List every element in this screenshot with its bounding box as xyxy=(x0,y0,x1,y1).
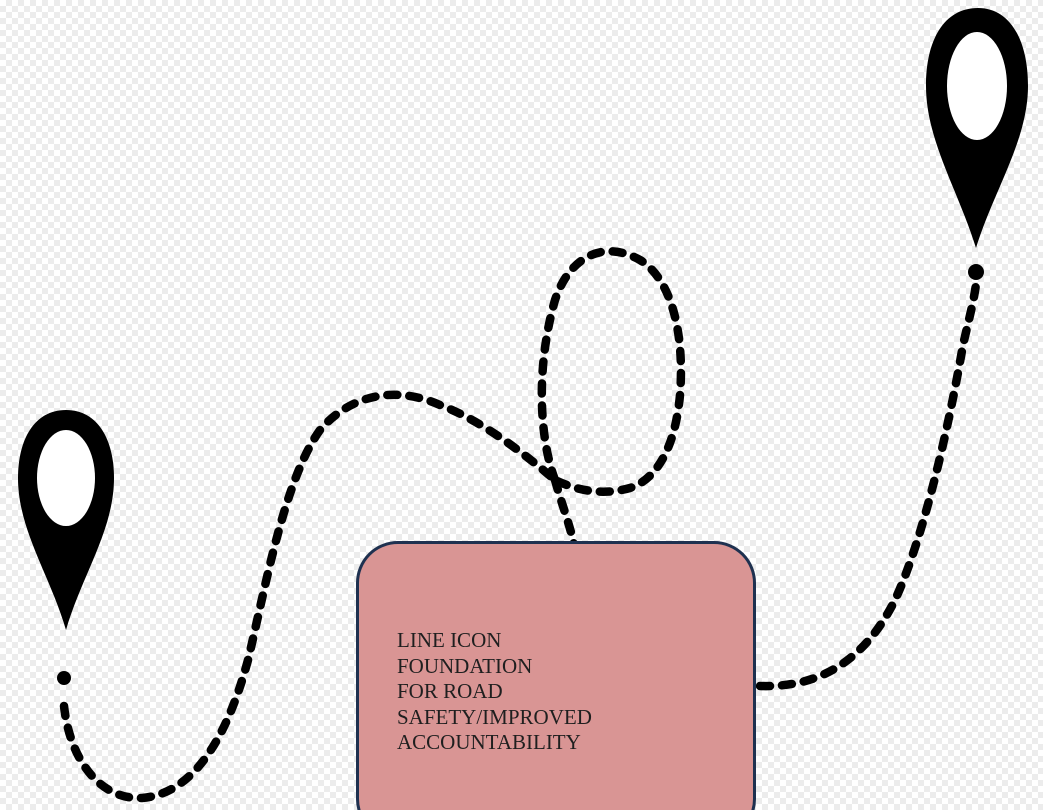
organization-name: LINE ICON FOUNDATION FOR ROAD SAFETY/IMP… xyxy=(397,628,727,756)
organization-card: LINE ICON FOUNDATION FOR ROAD SAFETY/IMP… xyxy=(356,541,756,810)
start-location-pin-icon xyxy=(18,410,114,685)
end-location-pin-icon xyxy=(926,8,1028,280)
